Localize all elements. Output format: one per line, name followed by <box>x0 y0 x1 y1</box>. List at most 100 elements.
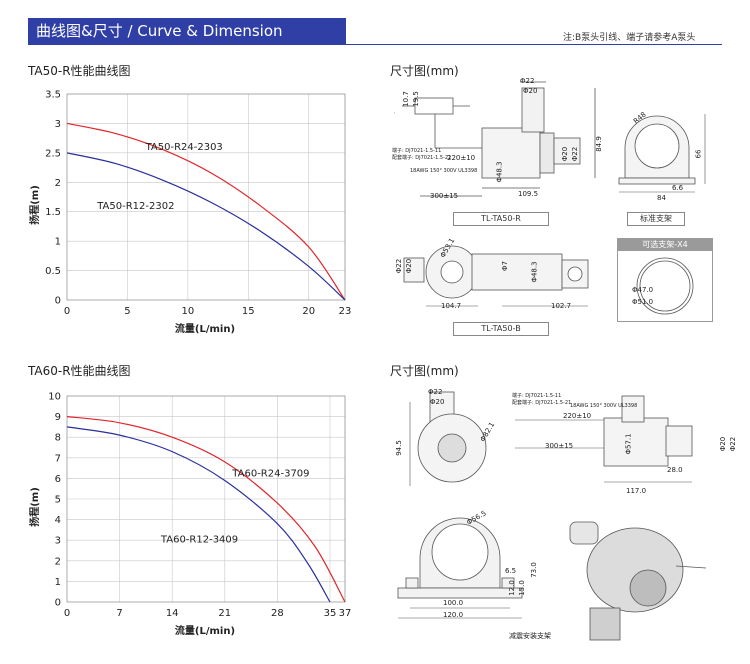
mount-dim-12: 12.0 <box>507 580 516 596</box>
series-label: TA50-R24-2303 <box>145 142 223 153</box>
y-tick-label: 0.5 <box>45 266 61 277</box>
x-tick-label: 10 <box>182 306 195 317</box>
standard-bracket-drawing <box>618 114 706 193</box>
header-divider <box>346 44 722 45</box>
ta60-terminal: 端子: DJ7021-1.5-11 <box>512 393 562 399</box>
b-dim-d7: Φ7 <box>500 261 509 271</box>
x-tick-label: 37 <box>339 608 352 619</box>
series-line-red <box>66 122 346 301</box>
x-axis-label: 流量(L/min) <box>175 322 235 335</box>
ta60-dim-117: 117.0 <box>626 487 647 495</box>
ta60-dim-d20: Φ20 <box>430 398 445 406</box>
ta60-front-drawing <box>409 391 693 486</box>
x-tick-label: 21 <box>218 608 231 619</box>
y-tick-label: 3.5 <box>45 90 61 101</box>
ta60-dim-d20b: Φ20 <box>719 436 728 452</box>
ta50-curve-title: TA50-R性能曲线图 <box>28 64 131 78</box>
mount-bracket-label: 减震安装支架 <box>509 632 551 640</box>
dim-300: 300±15 <box>430 192 459 200</box>
ta60-dim-300: 300±15 <box>545 442 574 450</box>
dimension-title-top: 尺寸图(mm) <box>390 64 459 78</box>
optional-bracket-panel: 可选支架-X4 <box>617 238 713 322</box>
x-tick-label: 35 <box>324 608 337 619</box>
dimension-title-bottom: 尺寸图(mm) <box>390 364 459 378</box>
model-b-caption: TL-TA50-B <box>453 322 549 336</box>
x-axis-label: 流量(L/min) <box>175 624 235 637</box>
y-tick-label: 1 <box>55 237 61 248</box>
cable-spec: 18AWG 150° 300V UL3398 <box>410 168 478 174</box>
standard-bracket-caption: 标准支架 <box>627 212 685 226</box>
b-dim-104-7: 104.7 <box>441 302 462 310</box>
y-tick-label: 3 <box>55 536 61 547</box>
b-dim-102-7: 102.7 <box>551 302 572 310</box>
y-tick-label: 2 <box>55 178 61 189</box>
y-tick-label: 4 <box>55 515 61 526</box>
y-tick-label: 10 <box>48 392 61 403</box>
x-tick-label: 28 <box>271 608 284 619</box>
y-axis-label: 扬程(m) <box>28 487 41 527</box>
series-label: TA60-R12-3409 <box>160 534 238 545</box>
y-tick-label: 0 <box>55 296 61 307</box>
mount-dim-15: 15.0 <box>517 580 526 596</box>
bracket-width: 84 <box>657 194 666 202</box>
b-dim-d48-3: Φ48.3 <box>530 261 539 283</box>
x-tick-label: 23 <box>339 306 352 317</box>
y-tick-label: 9 <box>55 412 61 423</box>
model-a-caption: TL-TA50-R <box>453 212 549 226</box>
plot-frame <box>66 93 346 301</box>
x-tick-label: 15 <box>242 306 255 317</box>
y-tick-label: 2 <box>55 556 61 567</box>
section-banner: 曲线图&尺寸 / Curve & Dimension <box>28 18 346 45</box>
optional-bracket-ring <box>636 257 694 315</box>
ta60-mating-terminal: 配套端子: DJ7021-1.5-21 <box>512 400 572 406</box>
dim-84-9: 84.9 <box>594 136 603 152</box>
x-tick-label: 0 <box>64 608 70 619</box>
banner-title: 曲线图&尺寸 / Curve & Dimension <box>36 22 283 40</box>
ta50-b-drawing <box>403 245 589 307</box>
y-axis-label: 扬程(m) <box>28 185 41 225</box>
series-line-blue <box>66 426 331 603</box>
ta60-dim-28: 28.0 <box>667 466 683 474</box>
y-tick-label: 0 <box>55 598 61 609</box>
ta60-dim-d22b: Φ22 <box>729 436 738 452</box>
b-dim-d20: Φ20 <box>405 258 414 274</box>
ta60-dim-d22: Φ22 <box>428 388 443 396</box>
series-line-blue <box>66 152 346 301</box>
mating-terminal-label: 配套端子: DJ7021-1.5-21 <box>392 155 452 161</box>
mount-dim-120: 120.0 <box>443 611 464 619</box>
ta50-performance-chart: 0 5 10 15 20 23 0 0.5 1 1.5 2 2.5 3 3.5 流量(L/min) 扬程(m)… <box>28 90 352 336</box>
ta60-dim-220: 220±10 <box>563 412 592 420</box>
dim-220: 220±10 <box>447 154 476 162</box>
y-tick-label: 1 <box>55 577 61 588</box>
series-line-red <box>66 416 346 603</box>
x-tick-label: 0 <box>64 306 70 317</box>
y-tick-label: 3 <box>55 119 61 130</box>
x-tick-label: 5 <box>124 306 130 317</box>
y-tick-label: 1.5 <box>45 207 61 218</box>
dim-d22-side: Φ22 <box>571 146 580 162</box>
mount-dim-6-5: 6.5 <box>505 567 517 575</box>
y-tick-label: 5 <box>55 495 61 506</box>
mount-dim-100: 100.0 <box>443 599 464 607</box>
svg-text:.: . <box>390 112 397 114</box>
damping-bracket-drawing <box>397 517 707 641</box>
dim-d22: Φ22 <box>520 77 535 85</box>
x-tick-label: 20 <box>302 306 315 317</box>
terminal-label: 端子: DJ7021-1.5-11 <box>392 148 442 154</box>
opt-d51: Φ51.0 <box>632 298 654 306</box>
header-note: 注:B泵头引线、端子请参考A泵头 <box>563 33 696 43</box>
series-label: TA60-R24-3709 <box>231 468 309 479</box>
dim-10-7: 10.7 <box>401 91 410 107</box>
b-dim-d22: Φ22 <box>395 258 404 274</box>
y-tick-label: 2.5 <box>45 148 61 159</box>
dim-d20: Φ20 <box>523 87 538 95</box>
y-tick-label: 6 <box>55 474 61 485</box>
dim-109-5: 109.5 <box>518 190 539 198</box>
y-tick-label: 8 <box>55 433 61 444</box>
mount-dim-73: 73.0 <box>529 562 538 578</box>
ta60-dim-d57-1: Φ57.1 <box>624 433 633 455</box>
opt-d47: Φ47.0 <box>632 286 654 294</box>
x-tick-label: 7 <box>116 608 122 619</box>
optional-bracket-title: 可选支架-X4 <box>618 239 712 251</box>
